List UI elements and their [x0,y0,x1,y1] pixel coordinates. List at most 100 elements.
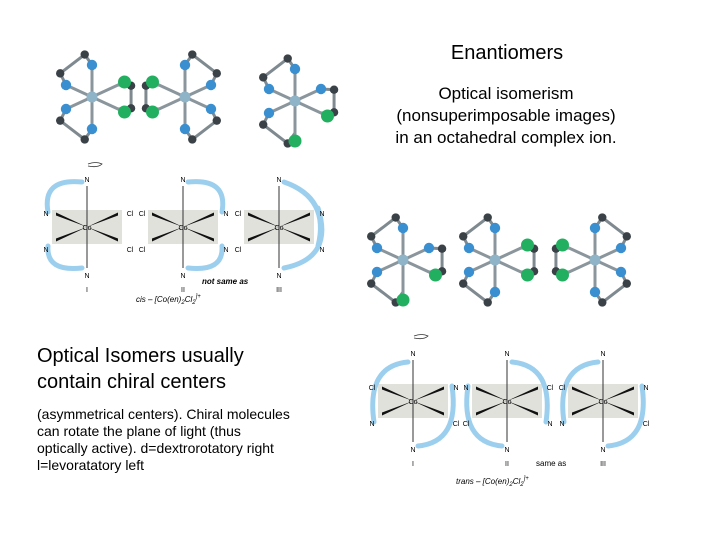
carbon-atom [598,213,607,222]
complex-molecule [141,50,221,144]
chlorine-atom [288,134,302,148]
isomer-roman-label: III [600,461,606,468]
isomer-roman-label: I [412,461,414,468]
cobalt-atom [179,91,191,103]
chlorine-atom [321,109,334,123]
ligand-label-top: N [276,177,281,184]
complex-molecule [551,213,631,307]
cobalt-atom [589,254,601,266]
ligand-label: N [43,247,48,254]
heading-line: contain chiral centers [37,371,226,393]
wedge-bond [248,227,279,242]
carbon-atom [622,232,631,241]
wedge-bond [56,227,87,242]
carbon-atom [80,50,89,59]
ligand-label-top: N [410,351,415,358]
chlorine-atom [429,268,442,282]
ligand-label: Cl [235,247,242,254]
cis-ball-stick-models [40,35,340,155]
carbon-atom [459,279,468,288]
ligand-label: Cl [127,211,134,218]
carbon-atom [259,120,268,129]
wedge-bond [87,212,118,227]
ligand-label: N [223,211,228,218]
carbon-atom [367,279,376,288]
cobalt-atom [489,254,501,266]
chelate-arc [185,179,226,215]
isomer-roman-label: I [86,287,88,294]
carbon-atom [391,213,400,222]
chelate-bond [369,215,405,249]
nitrogen-atom [463,242,475,254]
nitrogen-atom [60,79,72,91]
chlorine-atom [146,105,159,119]
wedge-bond [572,401,603,416]
ligand-label: Cl [139,211,146,218]
nitrogen-atom [263,83,275,95]
carbon-atom [188,50,197,59]
ligand-label-top: N [504,351,509,358]
cobalt-label: Co [409,399,418,406]
trans-ball-stick-models [355,205,655,315]
wedge-bond [56,212,87,227]
wedge-bond [476,401,507,416]
nitrogen-atom [615,266,627,278]
ligand-label: Cl [235,211,242,218]
carbon-atom [622,279,631,288]
slide-title: Enantiomers [450,42,564,64]
cobalt-label: Co [503,399,512,406]
wedge-bond [572,386,603,401]
nitrogen-atom [615,242,627,254]
nitrogen-atom [463,266,475,278]
carbon-atom [212,69,221,78]
nitrogen-atom [205,103,217,115]
body-line: optically active). d=dextrorotatory righ… [37,440,274,456]
chlorine-atom [521,268,534,282]
chelate-bond [183,52,219,86]
ligand-label: Cl [463,421,470,428]
ligand-label: N [319,247,324,254]
chlorine-atom [556,268,569,282]
chelate-arc [45,243,85,272]
body-line: can rotate the plane of light (thus [37,423,241,439]
chlorine-atom [118,105,131,119]
optical-isomers-heading: Optical Isomers usually contain chiral c… [37,343,357,395]
nitrogen-atom [371,242,383,254]
nitrogen-atom [589,286,601,298]
wedge-bond [279,212,310,227]
ligand-label-top: N [600,351,605,358]
nitrogen-atom [489,222,501,234]
carbon-atom [483,213,492,222]
ligand-label: Cl [127,247,134,254]
cis-caption: cis – [Co(en)2Cl2]+ [136,294,201,305]
chlorine-atom [146,75,159,89]
ligand-label: N [43,211,48,218]
chlorine-atom [521,238,534,252]
complex-molecule [259,54,339,148]
body-line: l=levoratatory left [37,457,144,473]
rotation-arrow [87,162,103,168]
nitrogen-atom [589,222,601,234]
isomer-roman-label: II [505,461,509,468]
ligand-label: N [559,421,564,428]
chelate-arc [281,205,325,271]
wedge-bond [476,386,507,401]
nitrogen-atom [289,63,301,75]
chelate-arc [464,383,505,449]
ligand-label: N [453,385,458,392]
nitrogen-atom [205,79,217,91]
chelate-bond [261,56,297,90]
trans-compare-note: same as [536,459,566,468]
chelate-arc [560,359,601,425]
subtitle-line: Optical isomerism [438,84,574,103]
carbon-atom [283,54,292,63]
ligand-label-bottom: N [600,447,605,454]
